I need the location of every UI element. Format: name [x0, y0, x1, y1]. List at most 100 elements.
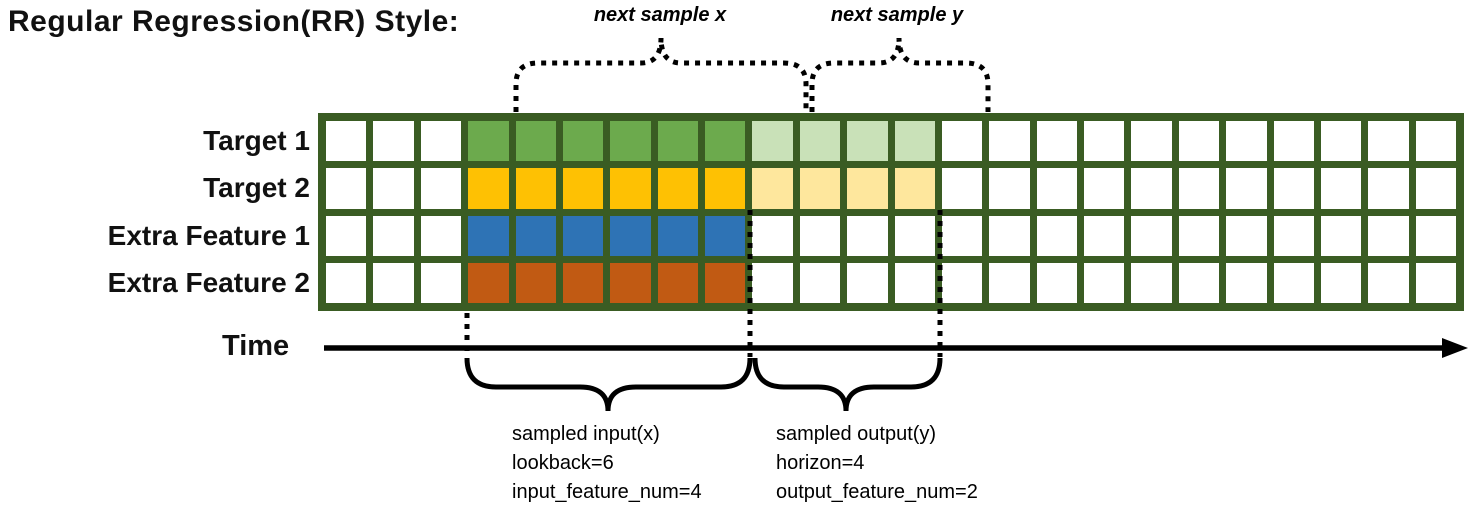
grid-cell: [941, 262, 983, 303]
grid-cell: [1226, 121, 1267, 162]
grid-cell: [1368, 262, 1409, 303]
grid-cell: [847, 262, 888, 303]
sampled-output-line: sampled output(y): [776, 423, 937, 445]
grid-cell: [1320, 168, 1362, 209]
grid-cell: [989, 168, 1030, 209]
grid-cell: [326, 262, 367, 303]
grid-cell: [847, 168, 888, 209]
grid-cell: [1368, 121, 1409, 162]
grid-cell: [1320, 215, 1362, 256]
grid-cell: [1036, 121, 1077, 162]
grid-cell: [1036, 262, 1077, 303]
grid-cell: [1084, 262, 1125, 303]
next-sample-y-brace: [809, 37, 991, 112]
grid-cell: [326, 168, 367, 209]
grid-cell: [799, 121, 841, 162]
grid-cell: [515, 121, 556, 162]
grid-cell: [610, 215, 651, 256]
grid-cell: [610, 262, 651, 303]
input-feature-line: input_feature_num=4: [512, 481, 702, 503]
grid-cell: [1273, 262, 1314, 303]
grid-cell: [373, 215, 414, 256]
grid-cell: [515, 168, 556, 209]
grid-cell: [610, 168, 651, 209]
grid-cell: [515, 215, 556, 256]
grid-cell: [468, 168, 509, 209]
sampled-input-line: sampled input(x): [512, 423, 660, 445]
grid-cell: [847, 121, 888, 162]
grid-cell: [989, 262, 1030, 303]
grid-cell: [1178, 262, 1220, 303]
grid-cell: [373, 262, 414, 303]
grid-cell: [1178, 121, 1220, 162]
grid-cell: [894, 262, 935, 303]
grid-cell: [562, 168, 604, 209]
grid-cell: [1131, 168, 1172, 209]
grid-cell: [515, 262, 556, 303]
grid-cell: [1415, 262, 1456, 303]
grid-cell: [373, 121, 414, 162]
grid-cell: [657, 168, 698, 209]
grid-cell: [752, 168, 793, 209]
grid-cell: [468, 121, 509, 162]
grid-cell: [705, 215, 746, 256]
grid-cell: [420, 121, 462, 162]
grid-cell: [1131, 121, 1172, 162]
grid-cell: [1036, 168, 1077, 209]
grid-cell: [420, 262, 462, 303]
grid-cell: [799, 262, 841, 303]
grid-cell: [562, 215, 604, 256]
row-label-extra-feature-1: Extra Feature 1: [107, 219, 310, 251]
grid-cell: [894, 168, 935, 209]
grid-cell: [657, 121, 698, 162]
grid-cell: [1415, 168, 1456, 209]
row-label-extra-feature-2: Extra Feature 2: [107, 266, 310, 298]
grid-cell: [989, 215, 1030, 256]
output-feature-line: output_feature_num=2: [776, 481, 978, 503]
grid-cell: [657, 215, 698, 256]
grid-cell: [894, 215, 935, 256]
grid-cell: [941, 215, 983, 256]
time-axis-arrowhead: [1442, 338, 1468, 358]
grid-cell: [1320, 262, 1362, 303]
grid-cell: [799, 168, 841, 209]
grid-cell: [1273, 215, 1314, 256]
sampled-input-annotation: sampled input(x) lookback=6 input_featur…: [512, 420, 702, 507]
row-label-target-1: Target 1: [203, 125, 310, 157]
grid-cell: [657, 262, 698, 303]
grid-cell: [1415, 121, 1456, 162]
grid-cell: [705, 121, 746, 162]
lookback-line: lookback=6: [512, 452, 614, 474]
sampled-output-annotation: sampled output(y) horizon=4 output_featu…: [776, 420, 978, 507]
grid-cell: [1226, 168, 1267, 209]
diagram-title: Regular Regression(RR) Style:: [8, 5, 460, 38]
grid-cell: [420, 168, 462, 209]
sampled-input-brace: [464, 357, 753, 412]
sampled-output-brace: [752, 357, 943, 412]
grid-cell: [705, 262, 746, 303]
time-label: Time: [222, 330, 290, 362]
grid-cell: [1273, 168, 1314, 209]
grid-cell: [894, 121, 935, 162]
grid-cell: [326, 121, 367, 162]
grid-cell: [420, 215, 462, 256]
grid-cell: [799, 215, 841, 256]
grid-cell: [847, 215, 888, 256]
grid-cell: [326, 215, 367, 256]
grid-cell: [1036, 215, 1077, 256]
grid-cell: [1368, 168, 1409, 209]
grid-cell: [1415, 215, 1456, 256]
grid-cell: [1178, 215, 1220, 256]
next-sample-x-label: next sample x: [593, 4, 727, 26]
grid-cell: [373, 168, 414, 209]
grid-cell: [610, 121, 651, 162]
grid-cell: [989, 121, 1030, 162]
grid-cell: [1084, 168, 1125, 209]
grid-cell: [562, 121, 604, 162]
grid-cell: [562, 262, 604, 303]
grid-cell: [468, 215, 509, 256]
grid-cell: [941, 121, 983, 162]
next-sample-x-brace: [513, 37, 809, 112]
grid-cell: [752, 215, 793, 256]
